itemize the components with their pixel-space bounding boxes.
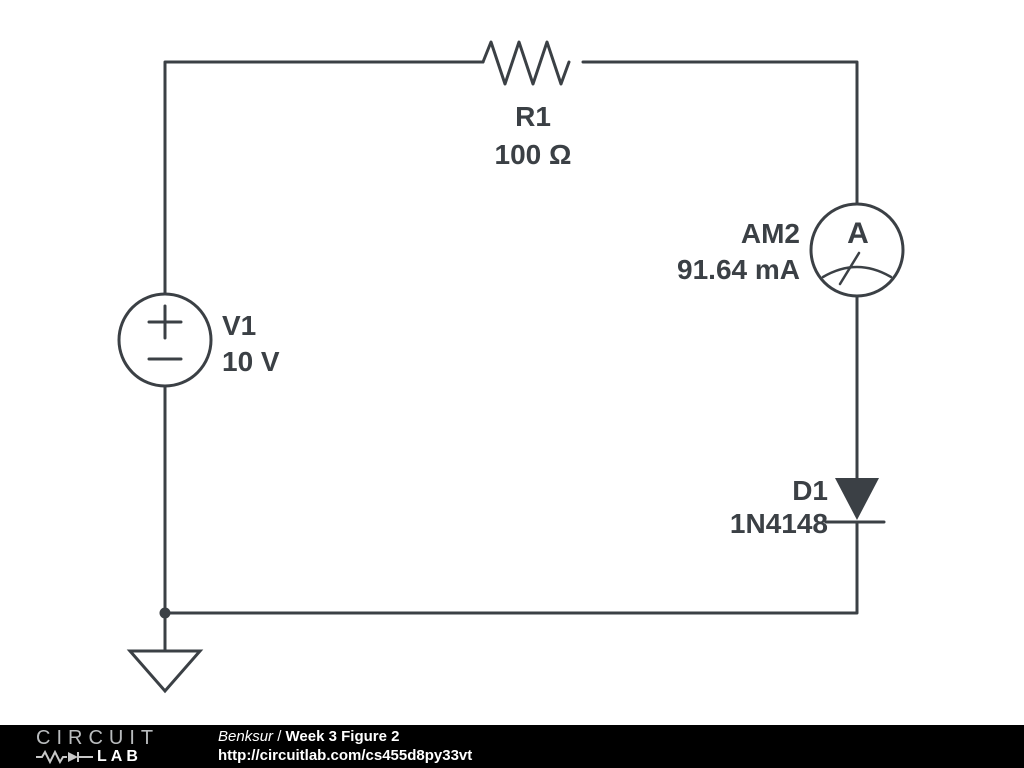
diode-triangle — [835, 478, 879, 520]
wire-top-left — [163, 60, 485, 296]
ground-symbol — [126, 649, 204, 694]
voltage-source-V1: V1 10 V — [117, 292, 280, 388]
circuit-wires — [163, 60, 859, 653]
resistor-zigzag — [481, 40, 571, 86]
logo-waveform-icon — [36, 750, 93, 764]
schematic-title-line: Benksur / Week 3 Figure 2 — [218, 728, 472, 747]
voltage-source-circle — [117, 292, 213, 388]
diode-name: D1 — [792, 475, 828, 506]
wire-top-right — [581, 60, 859, 206]
ground-triangle — [126, 649, 204, 694]
ammeter-name: AM2 — [741, 218, 800, 249]
junction-dot — [159, 607, 171, 619]
resistor-name: R1 — [515, 101, 551, 132]
schematic-title: Week 3 Figure 2 — [285, 727, 400, 745]
resistor-R1: R1 100 Ω — [481, 40, 572, 170]
logo-bottom-row: LAB — [36, 749, 196, 765]
ammeter-scale-arc — [821, 265, 893, 279]
footer-bar: CIRCUIT LAB Benksur / Week 3 Figure 2 ht… — [0, 725, 1024, 768]
source-value: 10 V — [222, 346, 280, 377]
author-name: Benksur — [218, 727, 274, 745]
wire-bottom — [163, 384, 859, 615]
ammeter-needle — [838, 251, 861, 286]
ammeter-letter: A — [847, 217, 869, 250]
footer-meta: Benksur / Week 3 Figure 2 http://circuit… — [218, 728, 472, 766]
circuitlab-logo: CIRCUIT LAB — [36, 728, 196, 765]
ammeter-circle — [809, 202, 905, 298]
diode-D1: D1 1N4148 — [730, 475, 886, 539]
source-name: V1 — [222, 310, 256, 341]
ammeter-value: 91.64 mA — [677, 254, 800, 285]
logo-lab-text: LAB — [97, 748, 142, 765]
diode-value: 1N4148 — [730, 508, 828, 539]
title-separator: / — [273, 727, 286, 745]
ammeter-AM2: A AM2 91.64 mA — [677, 202, 905, 298]
resistor-value: 100 Ω — [495, 139, 572, 170]
plus-sign — [147, 304, 183, 340]
schematic-url[interactable]: http://circuitlab.com/cs455d8py33vt — [218, 746, 473, 764]
circuit-canvas: R1 100 Ω V1 10 V A AM2 91.64 mA D1 1N414… — [117, 40, 905, 694]
logo-circuit-text: CIRCUIT — [36, 727, 160, 749]
